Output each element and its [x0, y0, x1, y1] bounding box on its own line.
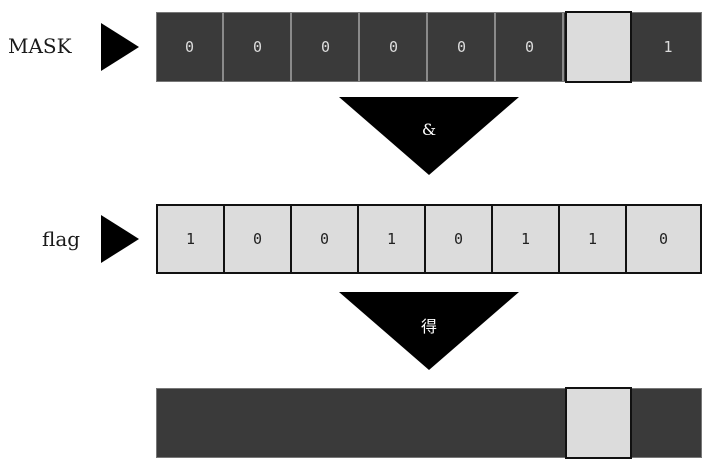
mask-bit-3: 0 [361, 13, 428, 81]
result-bit-4 [429, 389, 496, 457]
and-operator-triangle-icon [339, 97, 519, 175]
mask-bit-1: 0 [225, 13, 292, 81]
mask-bit-0: 0 [157, 13, 224, 81]
mask-bit-7: 1 [663, 38, 673, 56]
result-operator-symbol: 得 [420, 317, 437, 336]
flag-bit-6: 1 [560, 206, 627, 272]
flag-bit-7: 0 [627, 206, 700, 272]
flag-bit-5: 1 [493, 206, 560, 272]
result-bit-0 [157, 389, 224, 457]
flag-bit-4: 0 [426, 206, 493, 272]
mask-bit-2: 0 [293, 13, 360, 81]
result-bit-2 [293, 389, 360, 457]
mask-bit-4: 0 [429, 13, 496, 81]
mask-bit-row: 0 0 0 0 0 0 1 1 [156, 11, 702, 83]
mask-label: MASK [8, 34, 72, 58]
flag-bit-3: 1 [359, 206, 426, 272]
result-bit-row: 1 [156, 387, 703, 459]
result-bit-6: 1 [565, 387, 632, 459]
mask-bit-5: 0 [497, 13, 564, 81]
mask-pointer-arrow-icon [101, 23, 139, 71]
flag-pointer-arrow-icon [101, 215, 139, 263]
result-bit-3 [361, 389, 428, 457]
and-operator-symbol: & [421, 120, 437, 139]
flag-bit-0: 1 [158, 206, 225, 272]
flag-label: flag [42, 227, 81, 251]
flag-bit-row: 1 0 0 1 0 1 1 0 [156, 204, 702, 274]
result-bit-7 [633, 389, 703, 457]
result-operator-triangle-icon [339, 292, 519, 370]
result-bit-1 [225, 389, 292, 457]
flag-bit-1: 0 [225, 206, 292, 272]
mask-bit-6: 1 [565, 11, 632, 83]
flag-bit-2: 0 [292, 206, 359, 272]
result-bit-5 [497, 389, 564, 457]
